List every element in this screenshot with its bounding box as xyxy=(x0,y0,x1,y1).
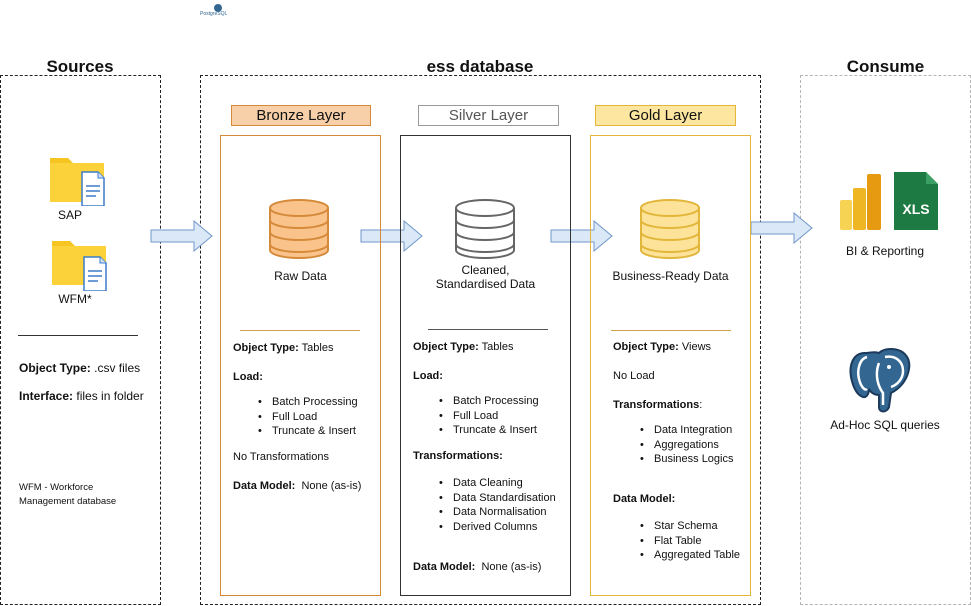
database-container xyxy=(200,75,761,605)
bronze-data-model: Data Model: None (as-is) xyxy=(233,479,361,493)
bronze-db-caption: Raw Data xyxy=(274,269,327,283)
postgresql-elephant-icon xyxy=(849,347,911,413)
bronze-transformations: No Transformations xyxy=(233,451,329,463)
gold-divider xyxy=(611,330,731,331)
wfm-file-icon xyxy=(50,237,110,292)
silver-transformations-list: Data Cleaning Data Standardisation Data … xyxy=(439,476,556,534)
gold-transformations-label: Transformations xyxy=(613,399,700,411)
wfm-label: WFM* xyxy=(58,292,92,306)
consume-container xyxy=(800,75,971,605)
silver-load-list: Batch Processing Full Load Truncate & In… xyxy=(439,394,539,438)
gold-database-icon xyxy=(640,199,700,259)
list-item: Batch Processing xyxy=(439,394,539,409)
sources-footnote: WFM - Workforce Management database xyxy=(19,482,117,507)
silver-db-caption-2: Standardised Data xyxy=(435,277,536,291)
xls-text: XLS xyxy=(902,201,929,217)
silver-transformations-label: Transformations: xyxy=(413,450,503,462)
interface-label: Interface: xyxy=(19,389,74,403)
silver-database-icon xyxy=(455,199,515,259)
sources-title: Sources xyxy=(46,57,114,76)
power-bi-icon xyxy=(840,174,881,230)
bronze-data-model-value: None (as-is) xyxy=(295,480,362,492)
list-item: Truncate & Insert xyxy=(258,424,358,439)
silver-data-model: Data Model: None (as-is) xyxy=(413,560,541,574)
gold-object-type-value: Views xyxy=(678,341,712,353)
bronze-object-type-label: Object Type: xyxy=(233,342,299,354)
bronze-data-model-label: Data Model: xyxy=(233,480,296,492)
gold-object-type-label: Object Type: xyxy=(613,341,679,353)
bronze-object-type-value: Tables xyxy=(298,342,334,354)
list-item: Data Standardisation xyxy=(439,491,556,506)
gold-object-type: Object Type: Views xyxy=(613,340,711,354)
silver-divider xyxy=(428,329,548,330)
list-item: Flat Table xyxy=(640,534,740,549)
silver-layer-box xyxy=(400,135,571,596)
silver-layer-title: Silver Layer xyxy=(418,105,559,126)
silver-object-type: Object Type: Tables xyxy=(413,340,513,354)
bi-reporting-label: BI & Reporting xyxy=(845,244,925,258)
silver-load-label: Load: xyxy=(413,370,443,382)
gold-layer-box xyxy=(590,135,751,596)
list-item: Star Schema xyxy=(640,519,740,534)
silver-data-model-value: None (as-is) xyxy=(475,561,542,573)
sources-object-type: Object Type: .csv files xyxy=(19,361,140,375)
bronze-layer-title: Bronze Layer xyxy=(231,105,371,126)
list-item: Batch Processing xyxy=(258,395,358,410)
bronze-load-label: Load: xyxy=(233,371,263,383)
list-item: Business Logics xyxy=(640,452,734,467)
bronze-layer-box xyxy=(220,135,381,596)
list-item: Full Load xyxy=(258,410,358,425)
gold-db-caption: Business-Ready Data xyxy=(612,269,729,283)
gold-transformations-list: Data Integration Aggregations Business L… xyxy=(640,423,734,467)
silver-object-type-value: Tables xyxy=(478,341,514,353)
sources-container xyxy=(0,75,161,605)
sap-file-icon xyxy=(48,154,108,207)
gold-data-model-list: Star Schema Flat Table Aggregated Table xyxy=(640,519,740,563)
sap-label: SAP xyxy=(57,208,82,222)
list-item: Full Load xyxy=(439,409,539,424)
bronze-divider xyxy=(240,330,360,331)
arrow-bronze-to-silver xyxy=(360,220,423,252)
object-type-value: .csv files xyxy=(90,361,141,375)
interface-value: files in folder xyxy=(73,389,144,403)
object-type-label: Object Type: xyxy=(19,361,91,375)
list-item: Aggregations xyxy=(640,438,734,453)
silver-db-caption-1: Cleaned, xyxy=(461,263,510,277)
bronze-load-list: Batch Processing Full Load Truncate & In… xyxy=(258,395,358,439)
arrow-silver-to-gold xyxy=(550,220,613,252)
postgresql-logo: PostgreSQL xyxy=(198,3,238,19)
gold-transformations: Transformations: xyxy=(613,398,702,412)
logo-text: PostgreSQL xyxy=(200,11,228,17)
gold-layer-title: Gold Layer xyxy=(595,105,736,126)
list-item: Data Integration xyxy=(640,423,734,438)
arrow-gold-to-consume xyxy=(750,212,813,244)
sources-divider xyxy=(18,335,138,336)
silver-object-type-label: Object Type: xyxy=(413,341,479,353)
consume-title: Consume xyxy=(846,57,925,76)
gold-transformations-colon: : xyxy=(699,399,703,411)
list-item: Data Normalisation xyxy=(439,505,556,520)
silver-data-model-label: Data Model: xyxy=(413,561,476,573)
bronze-database-icon xyxy=(269,199,329,259)
adhoc-sql-label: Ad-Hoc SQL queries xyxy=(830,418,940,432)
sources-interface: Interface: files in folder xyxy=(19,389,144,403)
arrow-sources-to-bronze xyxy=(150,220,213,252)
list-item: Derived Columns xyxy=(439,520,556,535)
excel-xls-icon: XLS xyxy=(894,172,938,230)
list-item: Data Cleaning xyxy=(439,476,556,491)
gold-load-label: No Load xyxy=(613,370,655,382)
list-item: Aggregated Table xyxy=(640,548,740,563)
gold-data-model-label: Data Model: xyxy=(613,493,676,505)
database-title: ess database xyxy=(426,57,534,76)
bronze-object-type: Object Type: Tables xyxy=(233,341,333,355)
list-item: Truncate & Insert xyxy=(439,423,539,438)
